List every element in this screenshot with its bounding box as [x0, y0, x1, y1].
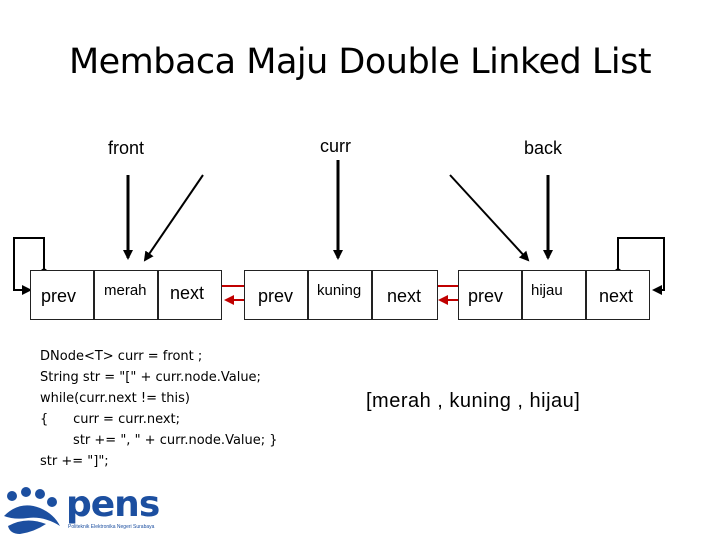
node2-prev-cell: [244, 270, 308, 320]
node3-next-cell: [586, 270, 650, 320]
pens-emblem-icon: [4, 487, 60, 534]
front-pointer-label: front: [108, 138, 145, 158]
code-listing: DNode<T> curr = front ; String str = "[" …: [40, 346, 278, 472]
code-line: str += ", " + curr.node.Value; }: [40, 433, 278, 448]
logo-wordmark: pens: [66, 484, 160, 525]
node3-prev-label: prev: [468, 286, 504, 306]
code-line: { curr = curr.next;: [40, 412, 181, 427]
code-line: while(curr.next != this): [40, 391, 190, 406]
logo-subtitle: Politeknik Elektronika Negeri Surabaya: [68, 524, 155, 530]
node1-next-cell: [158, 270, 222, 320]
node1-prev-cell: [30, 270, 94, 320]
node2-next-label: next: [387, 286, 422, 306]
node3-value-cell: [522, 270, 586, 320]
node3-value-label: hijau: [531, 282, 563, 299]
code-line: DNode<T> curr = front ;: [40, 349, 203, 364]
page-title: Membaca Maju Double Linked List: [68, 42, 652, 82]
node2-value-label: kuning: [317, 282, 362, 299]
node2-value-cell: [308, 270, 372, 320]
node2-next-cell: [372, 270, 438, 320]
node3-next-label: next: [599, 286, 634, 306]
node1-value-label: merah: [104, 282, 147, 299]
result-output: [merah , kuning , hijau]: [366, 390, 581, 412]
node1-next-label: next: [170, 283, 205, 303]
node1-value-cell: [94, 270, 158, 320]
curr-pointer-label: curr: [320, 136, 351, 156]
front-pointer-arrow: [123, 174, 204, 262]
back-pointer-label: back: [524, 138, 563, 158]
node1-prev-label: prev: [41, 286, 77, 306]
back-pointer-arrow: [449, 174, 553, 262]
node3-prev-cell: [458, 270, 522, 320]
code-line: String str = "[" + curr.node.Value;: [40, 370, 261, 385]
pens-logo: pens Politeknik Elektronika Negeri Surab…: [0, 484, 180, 540]
code-line: str += "]";: [40, 454, 109, 469]
node2-prev-label: prev: [258, 286, 294, 306]
